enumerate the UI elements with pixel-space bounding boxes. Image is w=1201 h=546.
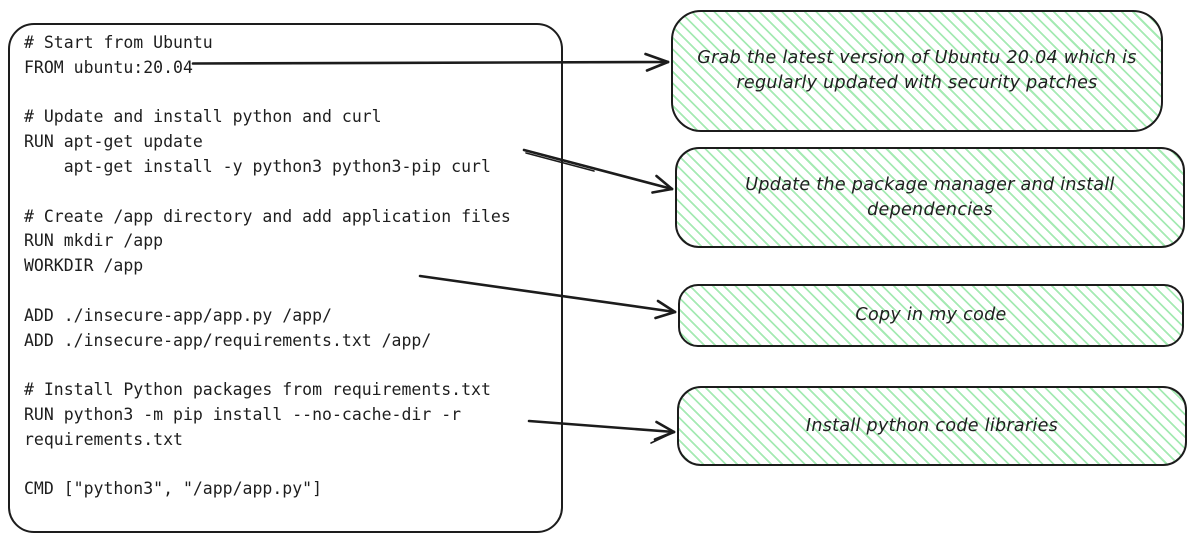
code-line: CMD ["python3", "/app/app.py"] — [24, 479, 323, 499]
code-line: ADD ./insecure-app/requirements.txt /app… — [24, 330, 432, 350]
code-line: RUN python3 -m pip install --no-cache-di… — [24, 404, 462, 424]
code-line: # Update and install python and curl — [24, 107, 382, 127]
code-line — [24, 180, 561, 205]
code-line: WORKDIR /app — [24, 256, 144, 276]
code-line — [24, 279, 561, 304]
annotation-label: Install python code libraries — [805, 415, 1059, 436]
annotation-label: Grab the latest version of Ubuntu 20.04 … — [697, 48, 1137, 93]
annotation-box-install-libraries: Install python code libraries — [677, 386, 1187, 466]
code-line: FROM ubuntu:20.04 — [24, 57, 193, 77]
code-line: RUN mkdir /app — [24, 231, 164, 251]
code-line — [24, 353, 561, 378]
annotation-label: Copy in my code — [855, 305, 1007, 325]
code-line: requirements.txt — [24, 429, 183, 449]
code-line: # Start from Ubuntu — [24, 33, 213, 52]
annotation-box-package-manager: Update the package manager and install d… — [675, 147, 1185, 248]
code-line: apt-get install -y python3 python3-pip c… — [24, 156, 491, 176]
annotation-box-ubuntu-version: Grab the latest version of Ubuntu 20.04 … — [671, 10, 1163, 132]
code-line: ADD ./insecure-app/app.py /app/ — [24, 305, 332, 325]
code-line: # Install Python packages from requireme… — [24, 380, 491, 400]
code-line — [24, 453, 561, 478]
annotation-box-copy-code: Copy in my code — [678, 284, 1184, 347]
code-line: RUN apt-get update — [24, 132, 203, 152]
code-line — [24, 81, 561, 106]
annotation-label: Update the package manager and install d… — [745, 174, 1115, 220]
code-line: # Create /app directory and add applicat… — [24, 206, 511, 226]
dockerfile-code-block: # Start from Ubuntu FROM ubuntu:20.04 # … — [8, 23, 563, 533]
